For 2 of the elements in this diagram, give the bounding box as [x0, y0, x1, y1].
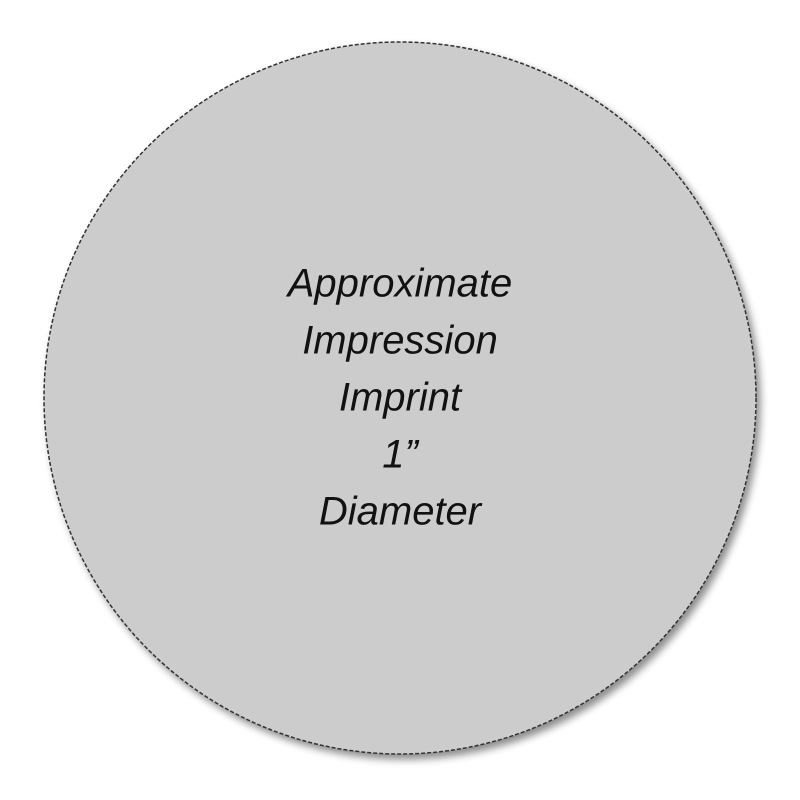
dashed-circle	[43, 41, 757, 755]
imprint-text: Approximate Impression Imprint 1” Diameter	[284, 260, 514, 536]
